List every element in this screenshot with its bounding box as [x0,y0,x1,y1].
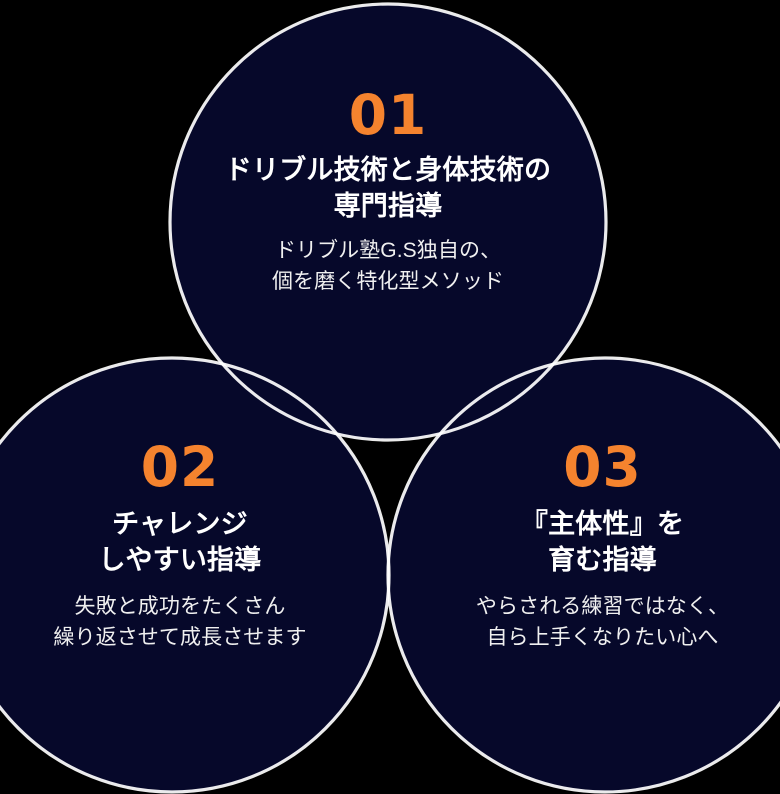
circle-number-02: 02 [140,435,220,499]
circle-fills [0,4,780,792]
circle-number-01: 01 [348,83,428,147]
circle-subtitle-01: ドリブル塾G.S独自の、 個を磨く特化型メソッド [271,239,505,293]
circle-outline-03 [386,356,780,794]
venn-circle-02[interactable]: 02 チャレンジ しやすい指導 失敗と成功をたくさん 繰り返させて成長させます [0,440,360,653]
circle-fill-03 [388,358,780,792]
circle-fill-02 [0,358,389,792]
circle-outline-01 [168,2,608,442]
circle-subtitle-03: やらされる練習ではなく、 自ら上手くなりたい心へ [475,595,730,649]
circle-fill-01 [170,4,606,440]
venn-circle-01[interactable]: 01 ドリブル技術と身体技術の 専門指導 ドリブル塾G.S独自の、 個を磨く特化… [168,88,608,297]
venn-circle-03[interactable]: 03 『主体性』を 育む指導 やらされる練習ではなく、 自ら上手くなりたい心へ [425,440,780,653]
circle-heading-01: ドリブル技術と身体技術の 専門指導 [224,155,552,221]
circle-number-03: 03 [563,435,642,499]
circle-heading-03: 『主体性』を 育む指導 [520,509,685,575]
circle-subtitle-02: 失敗と成功をたくさん 繰り返させて成長させます [53,595,307,649]
circle-heading-02: チャレンジ しやすい指導 [98,509,262,575]
